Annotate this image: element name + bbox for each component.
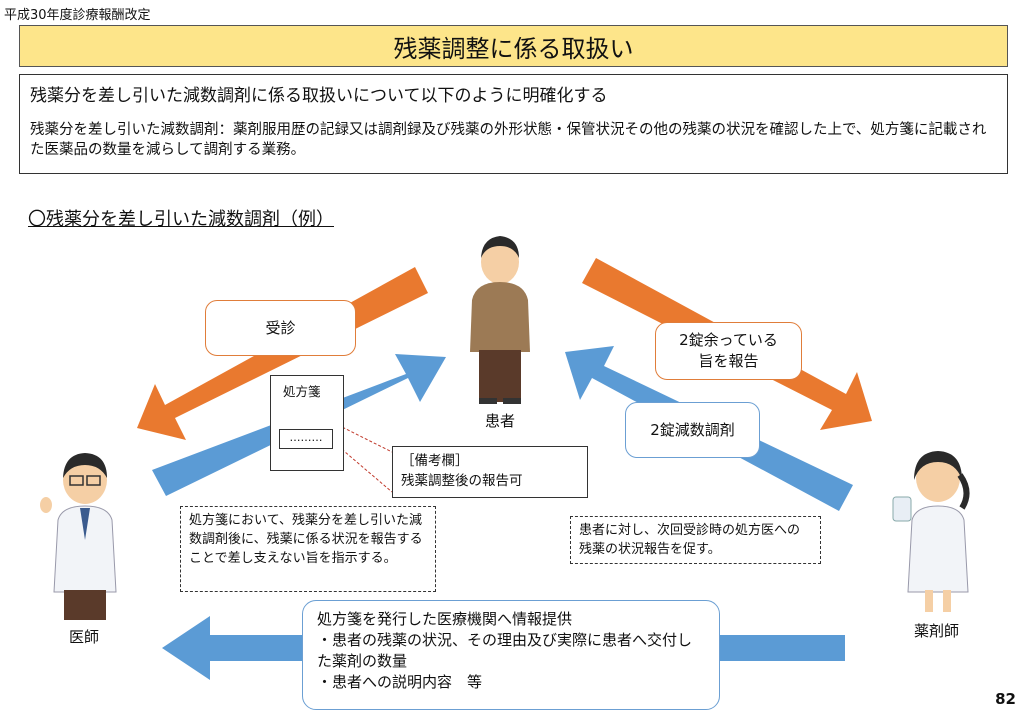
info-item-1: ・患者の残薬の状況、その理由及び実際に患者へ交付した薬剤の数量 (317, 631, 693, 670)
revision-note: 平成30年度診療報酬改定 (4, 8, 151, 23)
reduced-dispense-label: 2錠減数調剤 (625, 402, 760, 458)
info-provision-box: 処方箋を発行した医療機関へ情報提供 ・患者の残薬の状況、その理由及び実際に患者へ… (302, 600, 720, 710)
doctor-label: 医師 (69, 628, 100, 646)
doctor-figure (40, 453, 117, 620)
page-title: 残薬調整に係る取扱い (19, 25, 1008, 67)
page-number: 82 (995, 690, 1016, 708)
definition-box: 残薬分を差し引いた減数調剤に係る取扱いについて以下のように明確化する 残薬分を差… (19, 74, 1008, 174)
pharmacist-label: 薬剤師 (914, 622, 960, 640)
prescription-title: 処方箋 (283, 384, 321, 399)
patient-label: 患者 (485, 412, 516, 430)
report-leftover-label: 2錠余っている 旨を報告 (655, 322, 802, 380)
pharmacist-figure (892, 451, 970, 612)
definition-text: 残薬分を差し引いた減数調剤：薬剤服用歴の記録又は調剤録及び残薬の外形状態・保管状… (30, 122, 987, 158)
info-item-2: ・患者への説明内容 等 (317, 673, 483, 691)
visit-label: 受診 (205, 300, 356, 356)
pharmacist-note: 患者に対し、次回受診時の処方医への残薬の状況報告を促す。 (570, 516, 821, 564)
definition-lead: 残薬分を差し引いた減数調剤に係る取扱いについて以下のように明確化する (30, 86, 608, 106)
section-title: 〇残薬分を差し引いた減数調剤（例） (28, 209, 334, 230)
prescription-remarks-field: ……… (279, 429, 333, 449)
prescription-document: 処方箋 ……… (270, 375, 344, 471)
patient-figure (470, 236, 530, 404)
remarks-box: ［備考欄］ 残薬調整後の報告可 (392, 446, 588, 498)
doctor-note: 処方箋において、残薬分を差し引いた減数調剤後に、残薬に係る状況を報告することで差… (180, 506, 436, 592)
info-heading: 処方箋を発行した医療機関へ情報提供 (317, 610, 573, 628)
